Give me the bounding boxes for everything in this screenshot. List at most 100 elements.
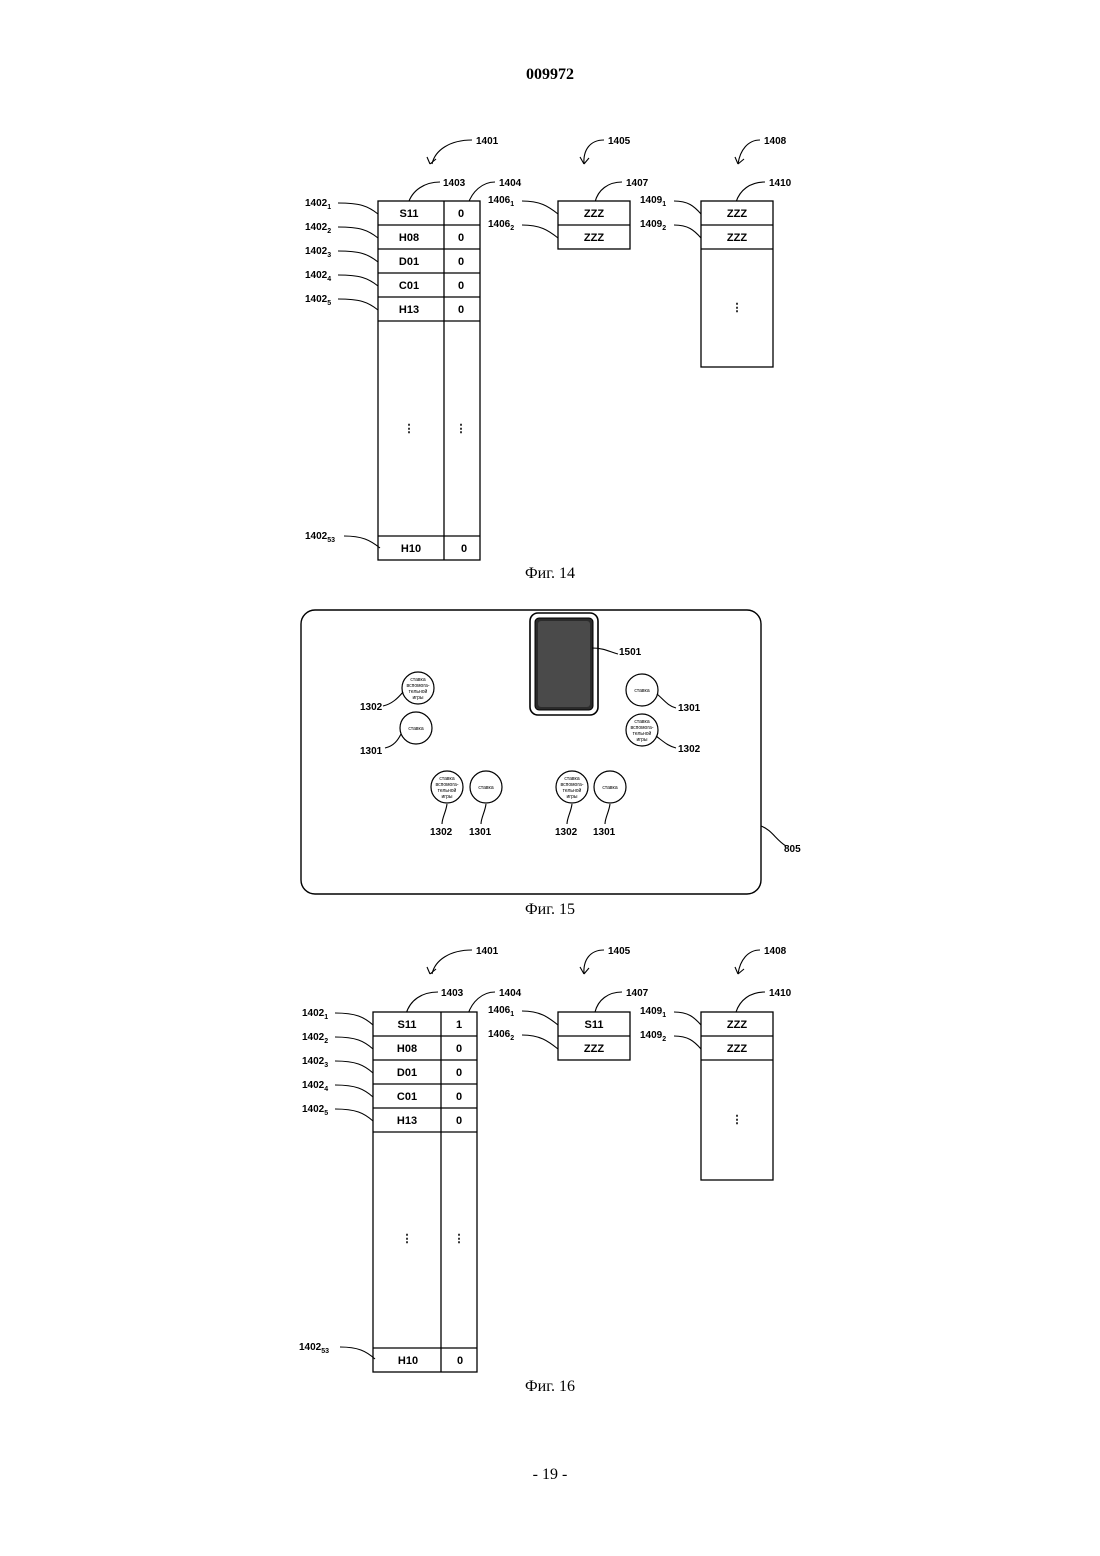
- figure-16-caption: Фиг. 16: [0, 1378, 1100, 1396]
- flag-cell: 0: [458, 256, 464, 268]
- mid-cell: ZZZ: [584, 208, 604, 220]
- mid-table: S11 ZZZ 14061 14062: [488, 1005, 630, 1060]
- side-bet-spot: ставка вспомога- тельной игры: [431, 771, 463, 803]
- ref-bet: 1301: [678, 703, 701, 714]
- ref-side-bet: 1302: [678, 744, 701, 755]
- ref-bet: 1301: [469, 827, 492, 838]
- ellipsis: ⋮: [404, 423, 415, 435]
- svg-text:14023: 14023: [302, 1056, 328, 1069]
- ref-mid-column: 1407: [626, 178, 649, 189]
- flag-cell: 0: [458, 232, 464, 244]
- ref-main-table: 1401: [476, 136, 499, 147]
- ref-shoe: 1501: [619, 647, 642, 658]
- flag-cell: 0: [456, 1067, 462, 1079]
- svg-text:140253: 140253: [299, 1342, 329, 1355]
- ellipsis: ⋮: [402, 1233, 413, 1245]
- bet-spot: ставка: [594, 771, 626, 803]
- ref-bet: 1301: [360, 746, 383, 757]
- mid-cell: ZZZ: [584, 1043, 604, 1055]
- figure-14-diagram: 1401 1405 1408 1403 1404 1407 1410 S11 0…: [0, 120, 1100, 570]
- ellipsis: ⋮: [456, 423, 467, 435]
- card-shoe-icon: [530, 613, 598, 715]
- ellipsis: ⋮: [454, 1233, 465, 1245]
- figure-14-caption: Фиг. 14: [0, 565, 1100, 583]
- ref-right-column: 1410: [769, 178, 792, 189]
- card-cell: D01: [399, 256, 419, 268]
- ref-table: 805: [784, 844, 801, 855]
- card-cell-last: H10: [401, 543, 421, 555]
- main-table-frame: [373, 1012, 477, 1372]
- svg-text:140253: 140253: [305, 531, 335, 544]
- svg-text:14024: 14024: [305, 270, 331, 283]
- flag-cell-last: 0: [457, 1355, 463, 1367]
- mid-cell: ZZZ: [584, 232, 604, 244]
- ref-card-column: 1403: [443, 178, 466, 189]
- svg-text:тельной: тельной: [563, 787, 582, 794]
- svg-text:14022: 14022: [305, 222, 331, 235]
- bet-spot: ставка: [400, 712, 432, 744]
- svg-text:14091: 14091: [640, 1006, 666, 1019]
- flag-cell: 1: [456, 1019, 462, 1031]
- ellipsis: ⋮: [732, 1114, 743, 1126]
- svg-text:14021: 14021: [305, 198, 331, 211]
- side-bet-spot: ставка вспомога- тельной игры: [626, 714, 658, 746]
- card-cell: C01: [399, 280, 419, 292]
- svg-text:тельной: тельной: [438, 787, 457, 794]
- figure-15-diagram: 805 1501 ставка вспомога- тельной игры 1…: [0, 600, 1100, 900]
- svg-text:ставка: ставка: [602, 785, 617, 791]
- card-cell: H08: [397, 1043, 417, 1055]
- mid-cell: S11: [585, 1019, 604, 1031]
- right-table: ZZZ ZZZ ⋮ 14091 14092: [640, 195, 773, 367]
- card-cell: H13: [397, 1115, 417, 1127]
- figure-16-diagram: 1401 1405 1408 1403 1404 1407 1410 S11 1…: [0, 930, 1100, 1380]
- svg-text:14062: 14062: [488, 219, 514, 232]
- svg-text:14092: 14092: [640, 1030, 666, 1043]
- svg-text:14021: 14021: [302, 1008, 328, 1021]
- ref-card-column: 1403: [441, 988, 464, 999]
- flag-cell: 0: [456, 1091, 462, 1103]
- ref-right-table: 1408: [764, 946, 787, 957]
- svg-text:игры: игры: [442, 794, 453, 800]
- card-cell: H13: [399, 304, 419, 316]
- flag-cell: 0: [458, 208, 464, 220]
- ref-bet: 1301: [593, 827, 616, 838]
- row-refs: 14021 14022 14023 14024 14025 140253: [305, 198, 380, 548]
- card-cell: D01: [397, 1067, 417, 1079]
- flag-cell: 0: [458, 280, 464, 292]
- svg-text:14091: 14091: [640, 195, 666, 208]
- ref-flag-column: 1404: [499, 178, 522, 189]
- svg-text:14062: 14062: [488, 1029, 514, 1042]
- svg-text:14023: 14023: [305, 246, 331, 259]
- card-cell-last: H10: [398, 1355, 418, 1367]
- flag-cell-last: 0: [461, 543, 467, 555]
- svg-text:14022: 14022: [302, 1032, 328, 1045]
- right-cell: ZZZ: [727, 1019, 747, 1031]
- svg-text:тельной: тельной: [633, 730, 652, 737]
- flag-cell: 0: [458, 304, 464, 316]
- svg-text:игры: игры: [567, 794, 578, 800]
- ref-side-bet: 1302: [430, 827, 453, 838]
- main-table-frame: [378, 201, 480, 560]
- mid-table: ZZZ ZZZ 14061 14062: [488, 195, 630, 249]
- row-refs: 14021 14022 14023 14024 14025 140253: [299, 1008, 375, 1359]
- ref-mid-table: 1405: [608, 946, 631, 957]
- ref-right-table: 1408: [764, 136, 787, 147]
- svg-text:игры: игры: [413, 695, 424, 701]
- card-cell: H08: [399, 232, 419, 244]
- document-number: 009972: [0, 66, 1100, 84]
- right-cell: ZZZ: [727, 232, 747, 244]
- svg-text:игры: игры: [637, 737, 648, 743]
- card-cell: S11: [400, 208, 419, 220]
- side-bet-spot: ставка вспомога- тельной игры: [402, 672, 434, 704]
- svg-text:14061: 14061: [488, 195, 514, 208]
- right-cell: ZZZ: [727, 208, 747, 220]
- card-cell: C01: [397, 1091, 417, 1103]
- right-table: ZZZ ZZZ ⋮ 14091 14092: [640, 1006, 773, 1180]
- flag-cell: 0: [456, 1115, 462, 1127]
- bet-spot: ставка: [626, 674, 658, 706]
- bet-spot: ставка: [470, 771, 502, 803]
- svg-text:14025: 14025: [305, 294, 331, 307]
- ref-mid-table: 1405: [608, 136, 631, 147]
- svg-text:тельной: тельной: [409, 688, 428, 695]
- svg-text:14024: 14024: [302, 1080, 328, 1093]
